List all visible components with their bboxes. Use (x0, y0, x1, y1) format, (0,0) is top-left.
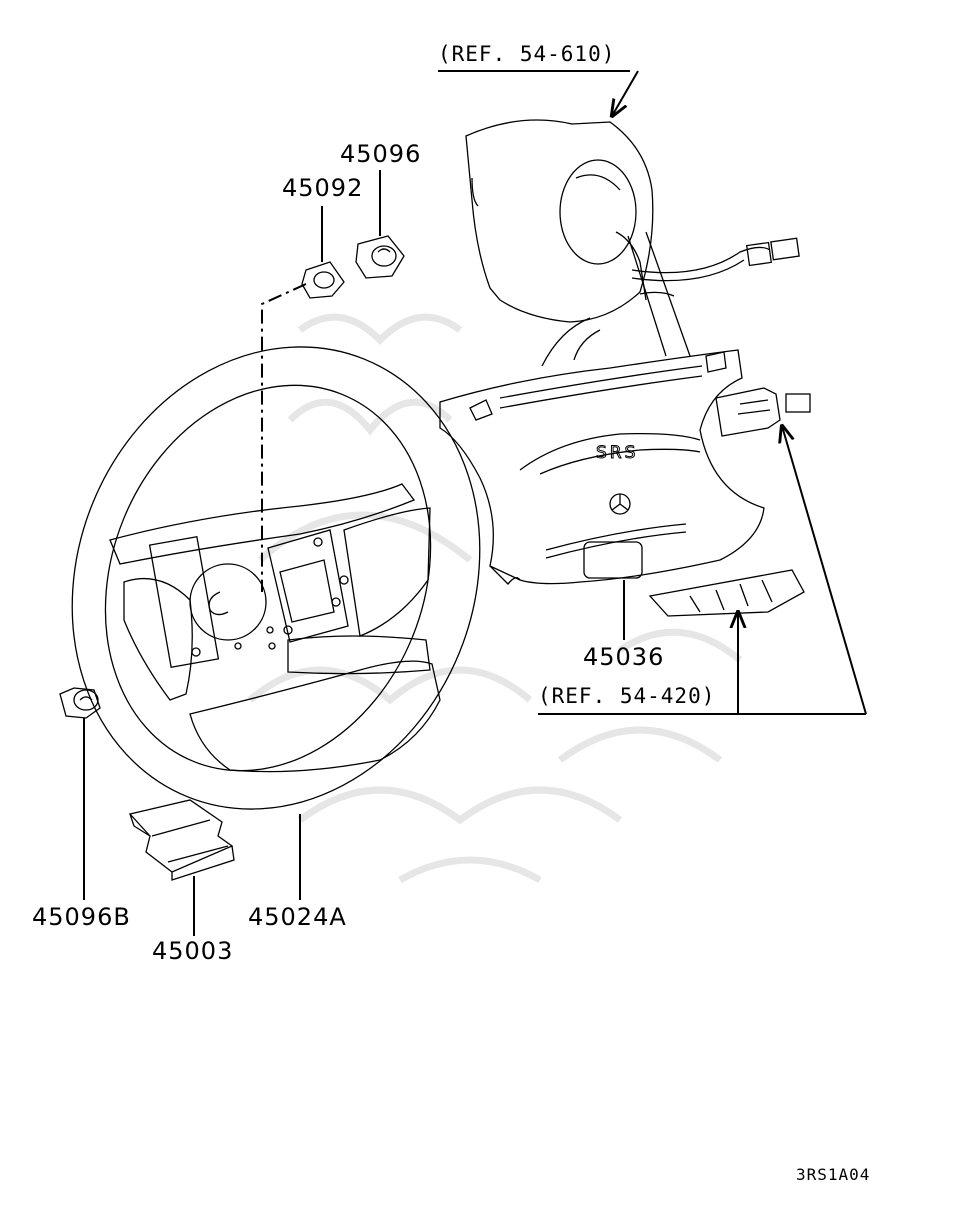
part-label-45096b: 45096B (32, 903, 131, 931)
cover-part (128, 799, 235, 881)
airbag-pad-module: SRS (439, 349, 765, 585)
watermark (247, 313, 743, 884)
ref-switches-label: (REF. 54-420) (538, 684, 715, 708)
srs-mark: SRS (596, 443, 638, 463)
ref-clock-spring-label: (REF. 54-610) (438, 42, 615, 66)
switch-assemblies (648, 387, 811, 617)
part-label-45036: 45036 (583, 643, 664, 671)
drawing-code: 3RS1A04 (796, 1165, 870, 1184)
part-label-45092: 45092 (282, 174, 363, 202)
part-label-45096: 45096 (340, 140, 421, 168)
plug-part (59, 687, 101, 719)
leader-lines (83, 70, 867, 936)
clock-spring-assembly (465, 119, 800, 367)
nut-part (301, 261, 345, 299)
cap-part (355, 235, 405, 279)
part-label-45003: 45003 (152, 937, 233, 965)
steering-wheel (71, 346, 481, 810)
part-label-45024a: 45024A (248, 903, 347, 931)
